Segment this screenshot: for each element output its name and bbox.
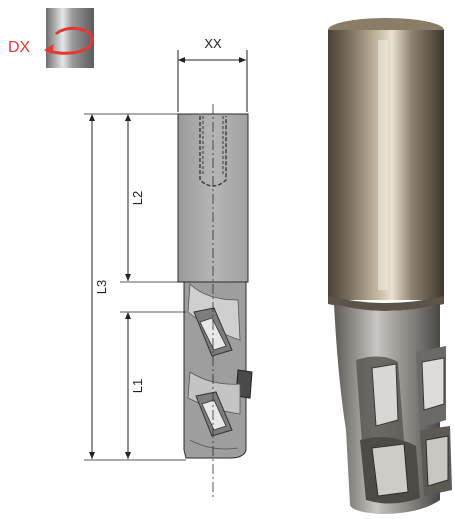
overall-length-label: L3: [94, 280, 109, 294]
rotation-label: DX: [8, 39, 31, 56]
technical-drawing: XX L2 L3: [84, 36, 253, 500]
shank-icon: [46, 8, 94, 68]
end-mill-cutter-photo: [328, 18, 452, 514]
drawing-tool-body: [177, 113, 253, 459]
rotation-arrow-icon: [44, 26, 94, 55]
width-label: XX: [204, 36, 222, 51]
shank-length-label: L2: [130, 191, 145, 205]
cutting-length-label: L1: [130, 379, 145, 393]
rotation-badge: DX: [8, 8, 94, 68]
